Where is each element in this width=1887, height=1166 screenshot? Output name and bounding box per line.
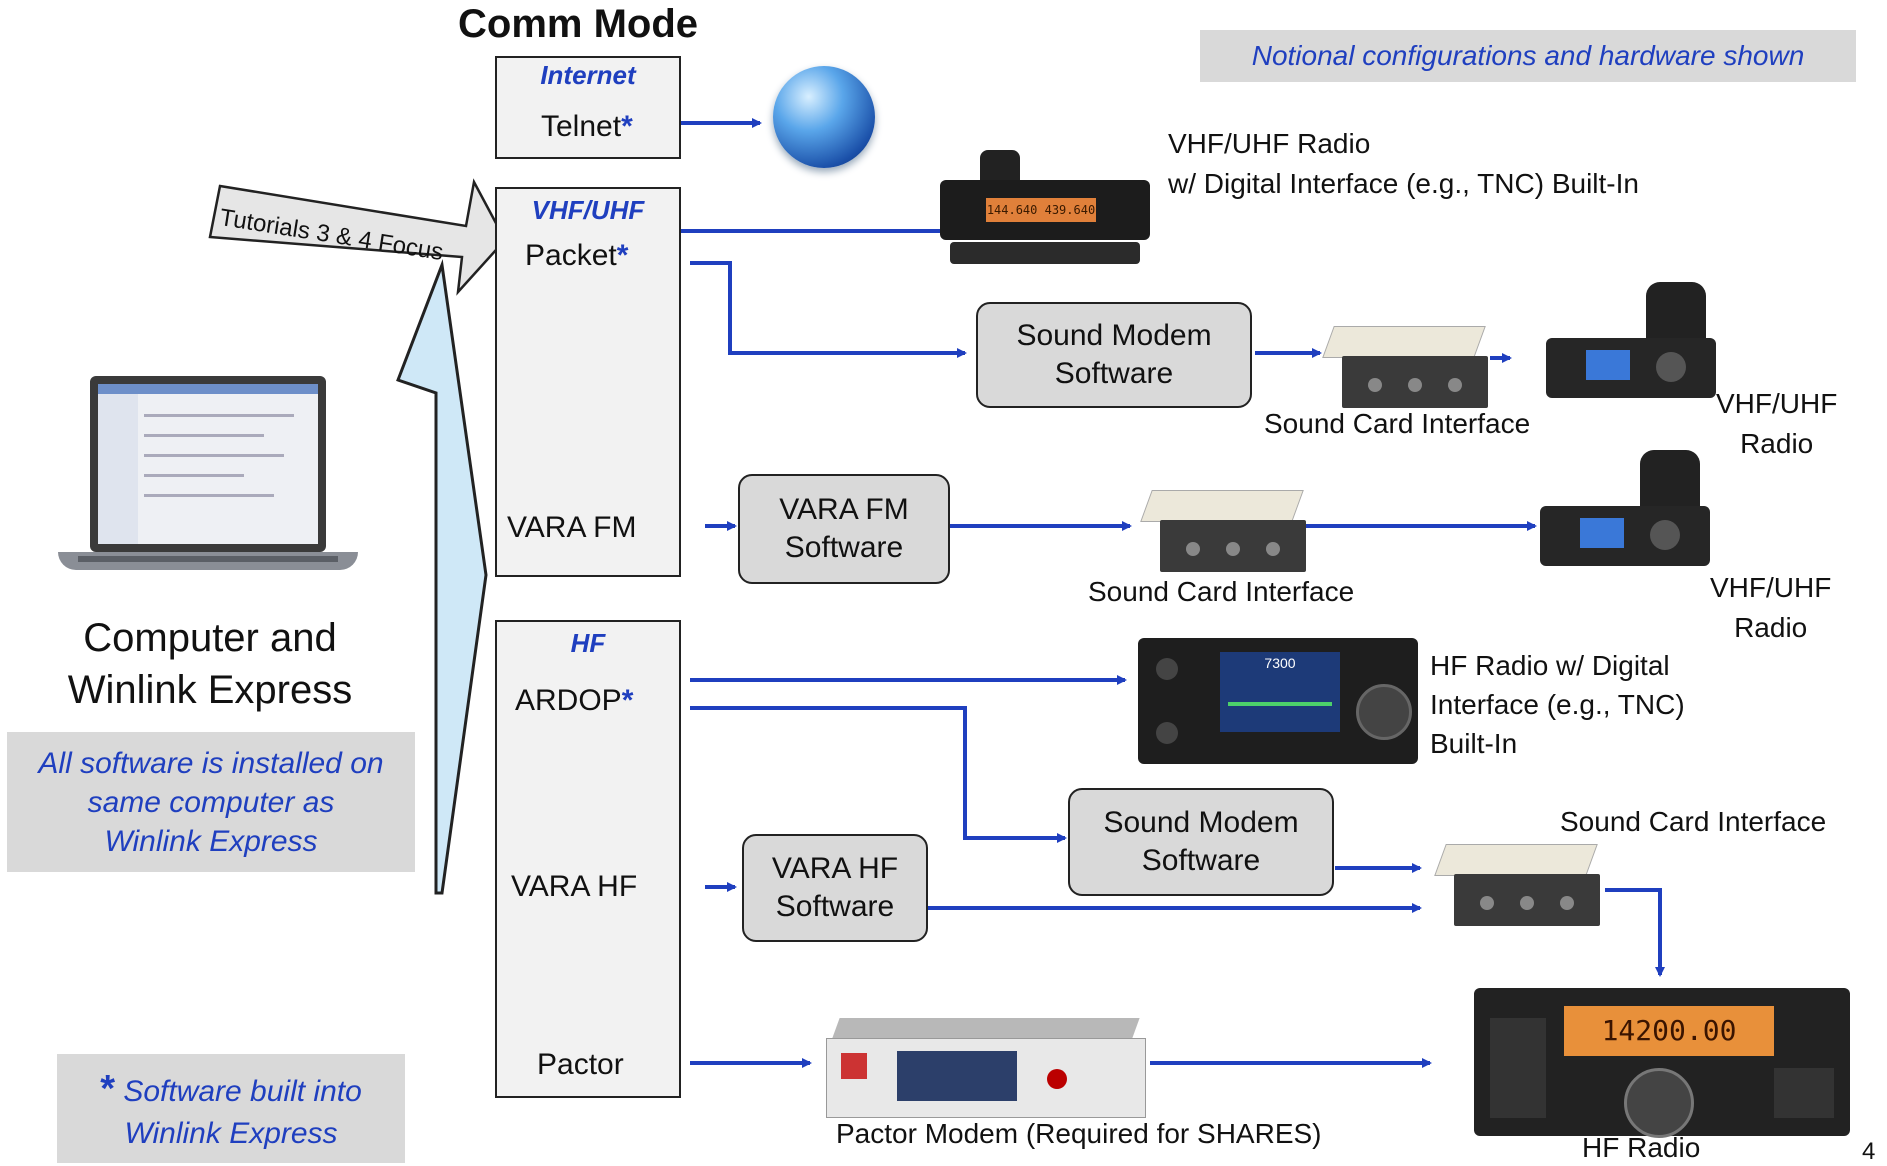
pactor-modem-image — [826, 1018, 1146, 1120]
vara-fm-software: VARA FM Software — [738, 474, 950, 584]
varafm-mode: VARA FM — [507, 511, 637, 544]
internet-box: Internet Telnet* — [495, 56, 681, 159]
sound-card-interface-3-image — [1434, 844, 1600, 930]
builtin-note-star: * — [100, 1068, 115, 1110]
sound-card-interface-2-image — [1140, 490, 1306, 576]
vhf-radio-1-image — [1546, 282, 1726, 402]
sound-modem-software-1: Sound Modem Software — [976, 302, 1252, 408]
vhf-radio-2-label: VHF/UHF Radio — [1710, 572, 1832, 643]
computer-label: Computer and Winlink Express — [67, 616, 353, 712]
vhf-header: VHF/UHF — [531, 195, 645, 225]
hf-header: HF — [570, 628, 606, 658]
hf-radio-label: HF Radio — [1582, 1132, 1701, 1163]
pactor-modem-label: Pactor Modem (Required for SHARES) — [836, 1118, 1322, 1149]
telnet-star: * — [621, 110, 633, 143]
vara-hf-software: VARA HF Software — [742, 834, 928, 942]
notional-note: Notional configurations and hardware sho… — [1200, 30, 1856, 82]
builtin-note-text: Software built into Winlink Express — [123, 1075, 362, 1150]
sound-card-interface-1-image — [1322, 326, 1488, 412]
ardop-star: * — [621, 684, 634, 717]
vhf-builtin-label: VHF/UHF Radio w/ Digital Interface (e.g.… — [1168, 128, 1639, 199]
comm-mode-title: Comm Mode — [458, 2, 698, 46]
large-flow-arrow — [396, 259, 488, 895]
telnet-mode: Telnet* — [541, 110, 633, 143]
sound-card-interface-3-label: Sound Card Interface — [1560, 806, 1827, 837]
vhf-box: VHF/UHF Packet* VARA FM — [495, 187, 681, 577]
hf-tnc-radio-image: 7300 — [1138, 638, 1418, 764]
vhf-radio-1-label: VHF/UHF Radio — [1716, 388, 1838, 459]
hf-radio-display: 14200.00 — [1564, 1006, 1774, 1056]
page-number: 4 — [1862, 1138, 1876, 1165]
vhf-display: 144.640 439.640 — [986, 198, 1096, 222]
vhf-radio-2-image — [1540, 450, 1720, 570]
laptop-image — [58, 370, 358, 620]
installed-note: All software is installed on same comput… — [7, 732, 415, 872]
hf-radio-image: 14200.00 — [1474, 988, 1850, 1138]
packet-mode: Packet* — [525, 239, 629, 272]
hf-tnc-display: 7300 — [1220, 652, 1340, 732]
tutorials-arrow-shape — [208, 178, 507, 296]
pactor-mode: Pactor — [537, 1048, 624, 1081]
packet-star: * — [616, 239, 629, 272]
internet-globe-icon — [773, 66, 875, 168]
vhf-tnc-radio-image: 144.640 439.640 — [940, 150, 1150, 268]
sound-modem-software-2: Sound Modem Software — [1068, 788, 1334, 896]
ardop-mode: ARDOP* — [515, 684, 634, 717]
builtin-note: * Software built into Winlink Express — [57, 1054, 405, 1163]
sound-card-interface-1-label: Sound Card Interface — [1264, 408, 1531, 439]
hf-builtin-label: HF Radio w/ Digital Interface (e.g., TNC… — [1430, 650, 1685, 759]
varahf-mode: VARA HF — [511, 870, 638, 903]
hf-box: HF ARDOP* VARA HF Pactor — [495, 620, 681, 1098]
sound-card-interface-2-label: Sound Card Interface — [1088, 576, 1355, 607]
internet-header: Internet — [540, 60, 636, 90]
